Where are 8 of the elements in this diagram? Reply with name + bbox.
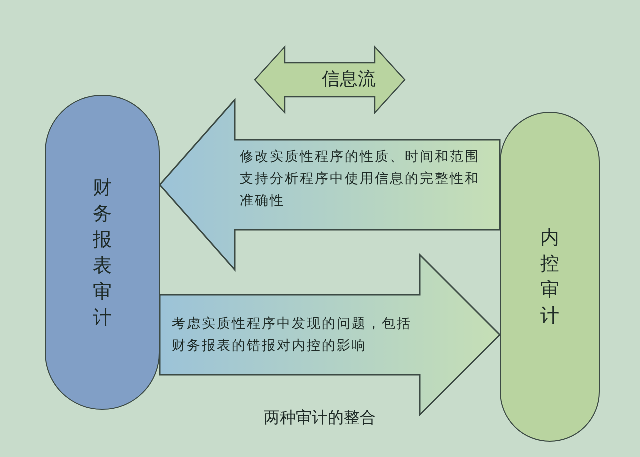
block-arrow <box>159 253 502 417</box>
legend-label: 信息流 <box>322 68 376 92</box>
block-arrow <box>159 98 501 272</box>
edge-label: 修改实质性程序的性质、时间和范围支持分析程序中使用信息的完整性和准确性 <box>240 148 480 211</box>
caption: 两种审计的整合 <box>263 408 377 429</box>
node-label: 财务报表审计 <box>92 176 112 330</box>
edge-label: 考虑实质性程序中发现的问题，包括财务报表的错报对内控的影响 <box>172 315 413 356</box>
node-label: 内控审计 <box>540 226 560 329</box>
